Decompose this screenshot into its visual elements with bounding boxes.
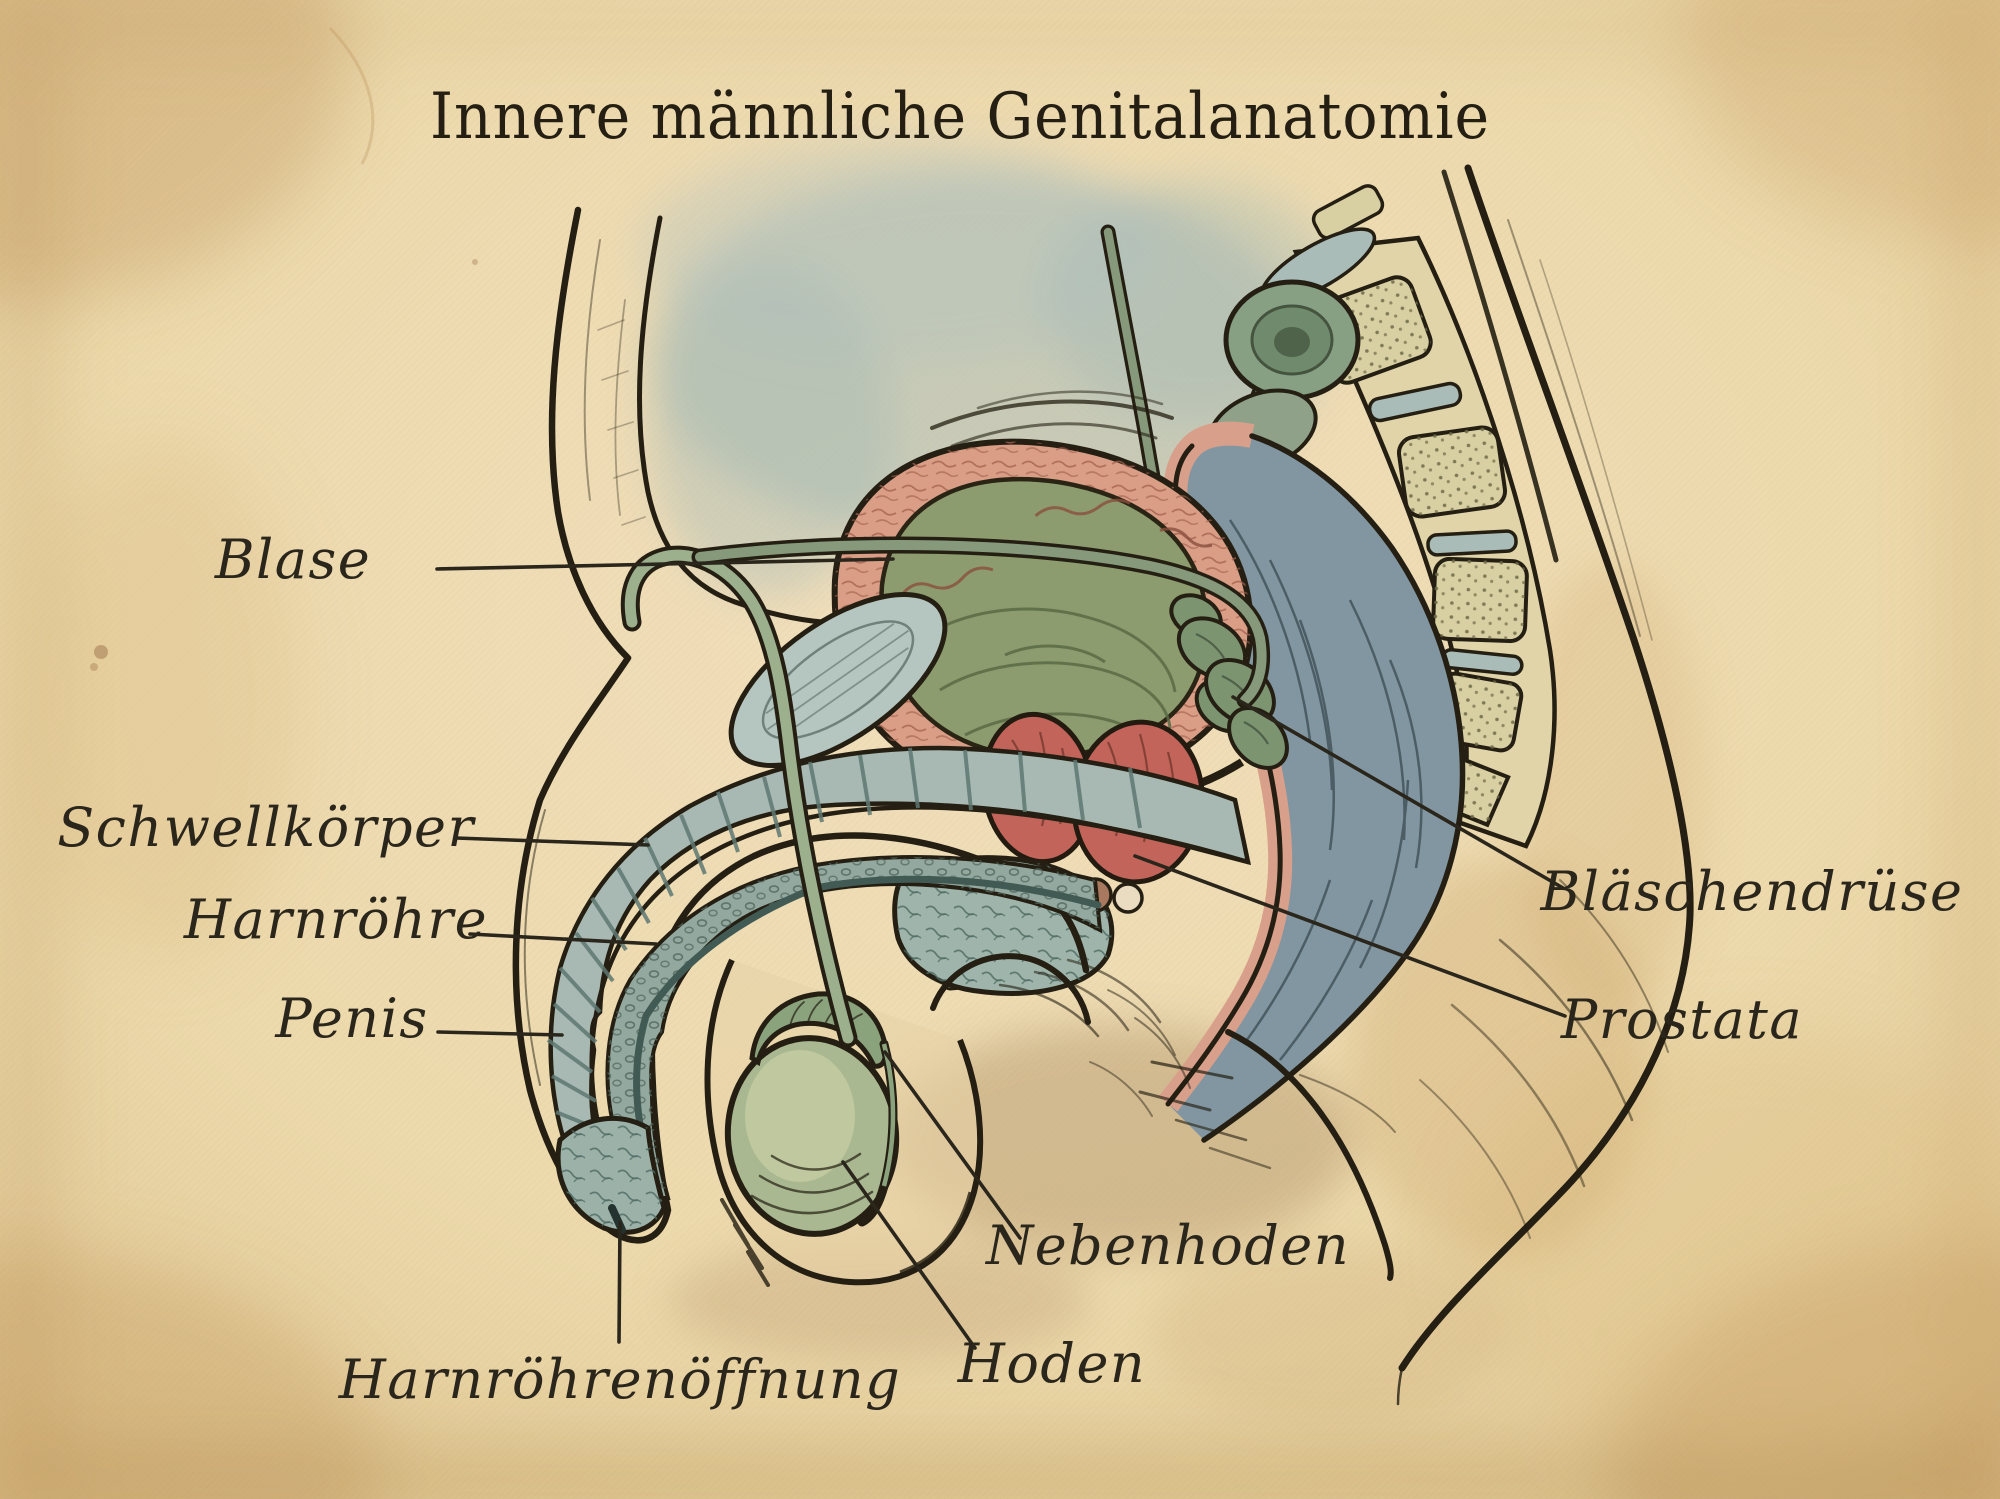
leader-harnroehre: [468, 932, 658, 946]
scrotum-testis: [704, 958, 984, 1287]
penis: [512, 206, 1251, 1244]
buttock-hatching: [1419, 879, 1669, 1239]
leader-hoden: [841, 1160, 977, 1350]
body-back-contour: [1396, 164, 1694, 1406]
paper-fleck: [94, 645, 108, 659]
label-harnroehrenoeffnung: Harnröhrenöffnung: [338, 1348, 901, 1411]
perineum-creases: [930, 953, 1396, 1281]
crease-hatching: [998, 958, 1396, 1170]
label-nebenhoden: Nebenhoden: [984, 1214, 1350, 1277]
rectum-texture: [1228, 519, 1423, 1061]
label-schwellkoerper: Schwellkörper: [57, 796, 476, 859]
leader-schwellkoerper: [454, 836, 650, 847]
back-outline: [1398, 164, 1694, 1372]
label-blase: Blase: [214, 528, 371, 591]
scrotum-shadow-strokes: [720, 1198, 770, 1287]
label-blaeschendruese: Bläschendrüse: [1540, 860, 1964, 923]
penile-urethra: [633, 875, 1102, 1204]
leader-blaeschendruese: [1231, 695, 1565, 890]
leader-blase: [435, 557, 895, 571]
abdominal-wall-inner: [583, 215, 825, 625]
paper-crease: [328, 26, 375, 165]
sigmoid-colon: [1206, 279, 1361, 472]
labels: Blase Schwellkörper Harnröhre Penis Harn…: [57, 528, 1964, 1411]
page-title: Innere männliche Genitalanatomie: [430, 80, 1490, 154]
label-hoden: Hoden: [957, 1332, 1146, 1395]
leader-nebenhoden: [883, 1050, 1022, 1240]
leader-lines: [435, 557, 1567, 1350]
label-prostata: Prostata: [1560, 988, 1803, 1051]
label-penis: Penis: [274, 987, 428, 1050]
bowel-arcs: [930, 390, 1174, 448]
cowper-gland: [1112, 882, 1144, 914]
leader-penis: [436, 1030, 564, 1037]
vertebrae: [1311, 275, 1529, 828]
leader-harnroehrenoeffnung: [617, 1220, 622, 1344]
paper-fleck: [90, 663, 98, 671]
vertebra: [1311, 184, 1385, 240]
leader-prostata: [1133, 854, 1567, 1018]
paper-fleck: [472, 259, 478, 265]
cavernosum-stripes: [546, 747, 1142, 1194]
bladder-wavy-mucosa: [900, 498, 1213, 597]
sacrum-spine: [1259, 184, 1557, 849]
label-harnroehre: Harnröhre: [183, 888, 488, 951]
spermatic-cord-vas-deferens: [620, 536, 1271, 1048]
